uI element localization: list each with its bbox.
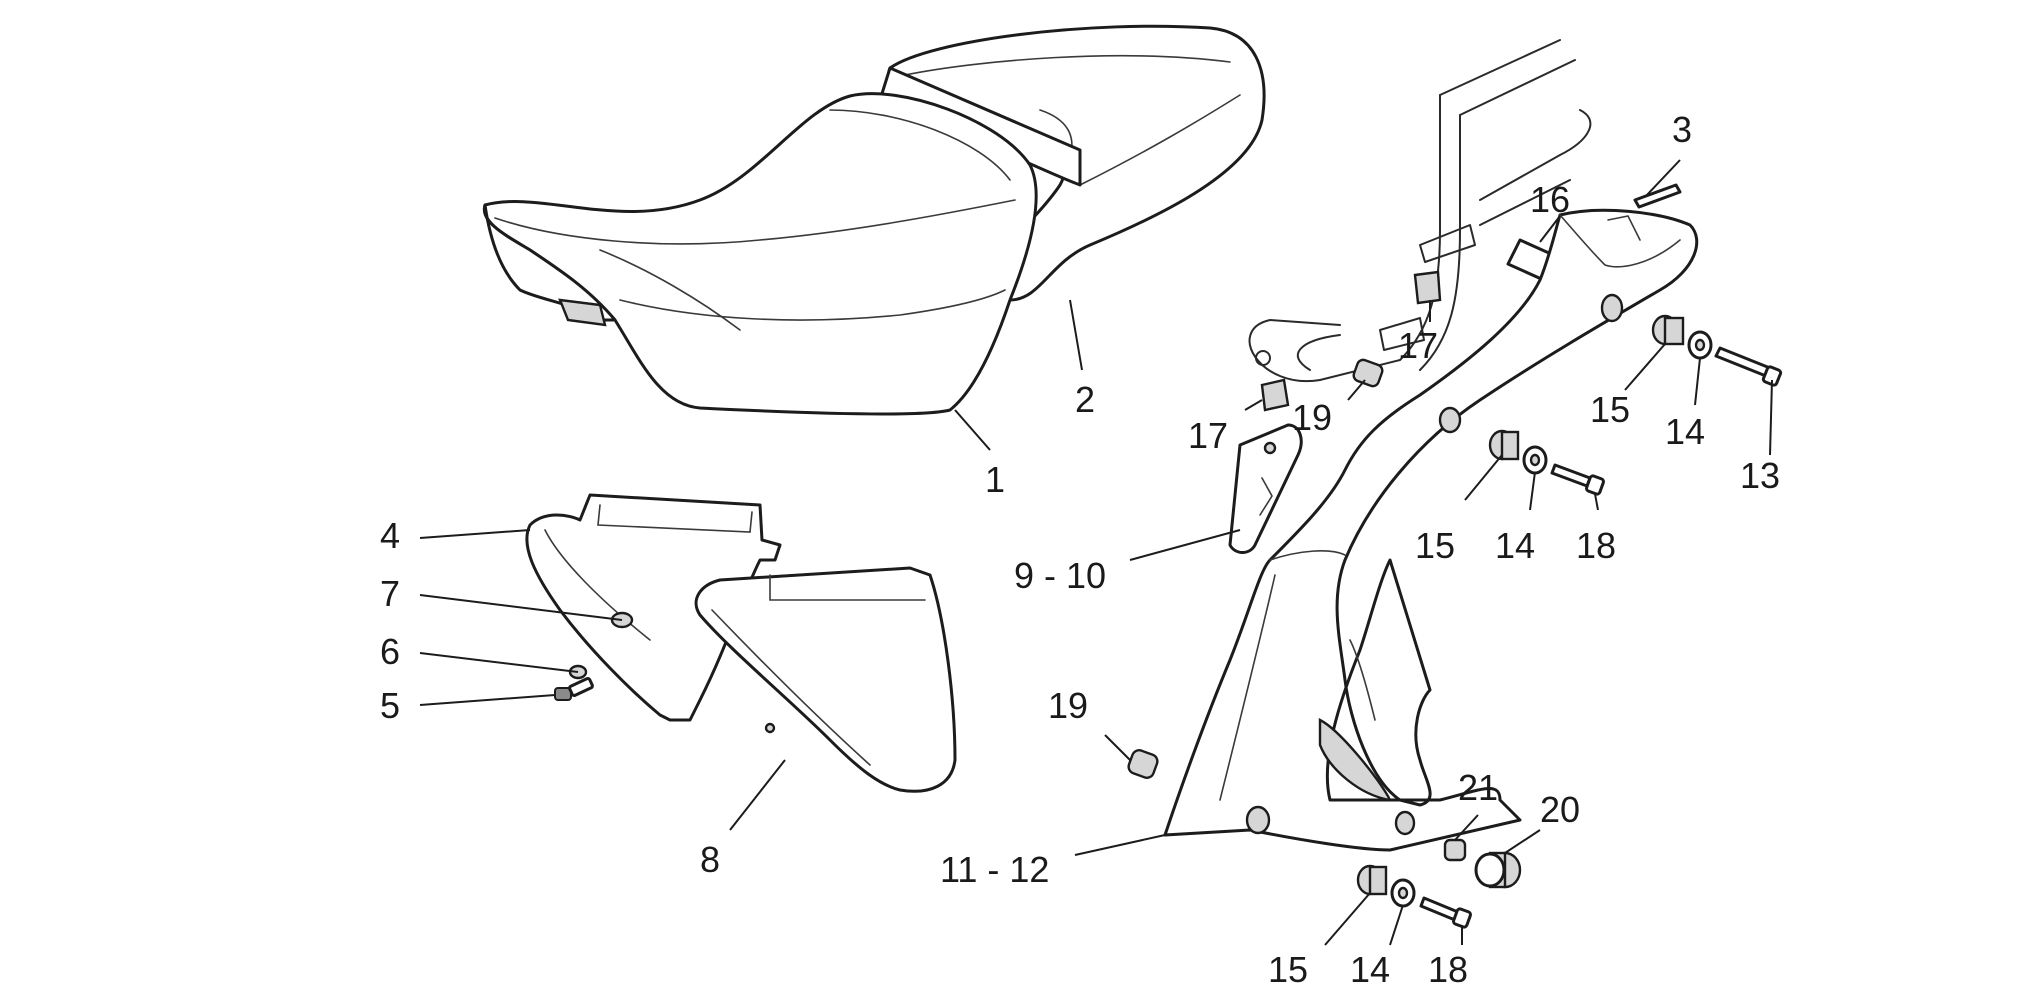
label-21: 21	[1458, 767, 1498, 808]
washer-14-middle	[1522, 445, 1548, 475]
side-fairing	[1163, 208, 1699, 852]
label-16: 16	[1530, 179, 1570, 220]
washer-14-bottom	[1390, 878, 1416, 908]
label-5: 5	[380, 685, 400, 726]
label-8: 8	[700, 839, 720, 880]
label-19-upper: 19	[1292, 397, 1332, 438]
bracket-block-9-10	[1228, 423, 1303, 554]
label-6: 6	[380, 631, 400, 672]
nut-21	[1443, 838, 1467, 862]
label-2: 2	[1075, 379, 1095, 420]
pin-3	[1633, 183, 1682, 209]
label-17-lower: 17	[1188, 415, 1228, 456]
label-14-middle: 14	[1495, 525, 1535, 566]
label-3: 3	[1672, 109, 1692, 150]
rubber-grommet-19-upper	[1352, 358, 1384, 388]
label-1: 1	[985, 459, 1005, 500]
label-14-bottom: 14	[1350, 949, 1390, 988]
clip-17-upper	[1413, 270, 1442, 305]
label-20: 20	[1540, 789, 1580, 830]
label-15-bottom: 15	[1268, 949, 1308, 988]
label-15-middle: 15	[1415, 525, 1455, 566]
label-4: 4	[380, 515, 400, 556]
label-13: 13	[1740, 455, 1780, 496]
label-11-12: 11 - 12	[940, 849, 1049, 890]
cap-20	[1474, 851, 1522, 889]
screw-5	[554, 676, 594, 701]
callout-labels: 1 2 3 4 7 6 5 8 9 - 10 11 - 12 13 14 15 …	[380, 109, 1780, 988]
leader-lines	[419, 159, 1773, 946]
label-15-upper-right: 15	[1590, 389, 1630, 430]
side-cover	[694, 566, 957, 793]
label-18-middle: 18	[1576, 525, 1616, 566]
label-7: 7	[380, 573, 400, 614]
rubber-grommet-19-lower	[1127, 749, 1159, 779]
spacer-15-upper-right	[1651, 314, 1685, 346]
screw-18-middle	[1550, 463, 1605, 496]
washer-14-upper-right	[1687, 330, 1713, 360]
screw-18-bottom	[1419, 896, 1472, 929]
spacer-15-bottom	[1356, 864, 1388, 896]
rider-seat	[482, 92, 1038, 416]
label-14-upper-right: 14	[1665, 411, 1705, 452]
label-19-lower: 19	[1048, 685, 1088, 726]
spacer-15-middle	[1488, 429, 1520, 461]
clip-17-lower	[1260, 378, 1290, 412]
frame-tubes	[1248, 39, 1592, 383]
bolt-13	[1714, 346, 1783, 387]
label-18-bottom: 18	[1428, 949, 1468, 988]
label-17-upper: 17	[1398, 325, 1438, 366]
label-9-10: 9 - 10	[1014, 555, 1106, 596]
